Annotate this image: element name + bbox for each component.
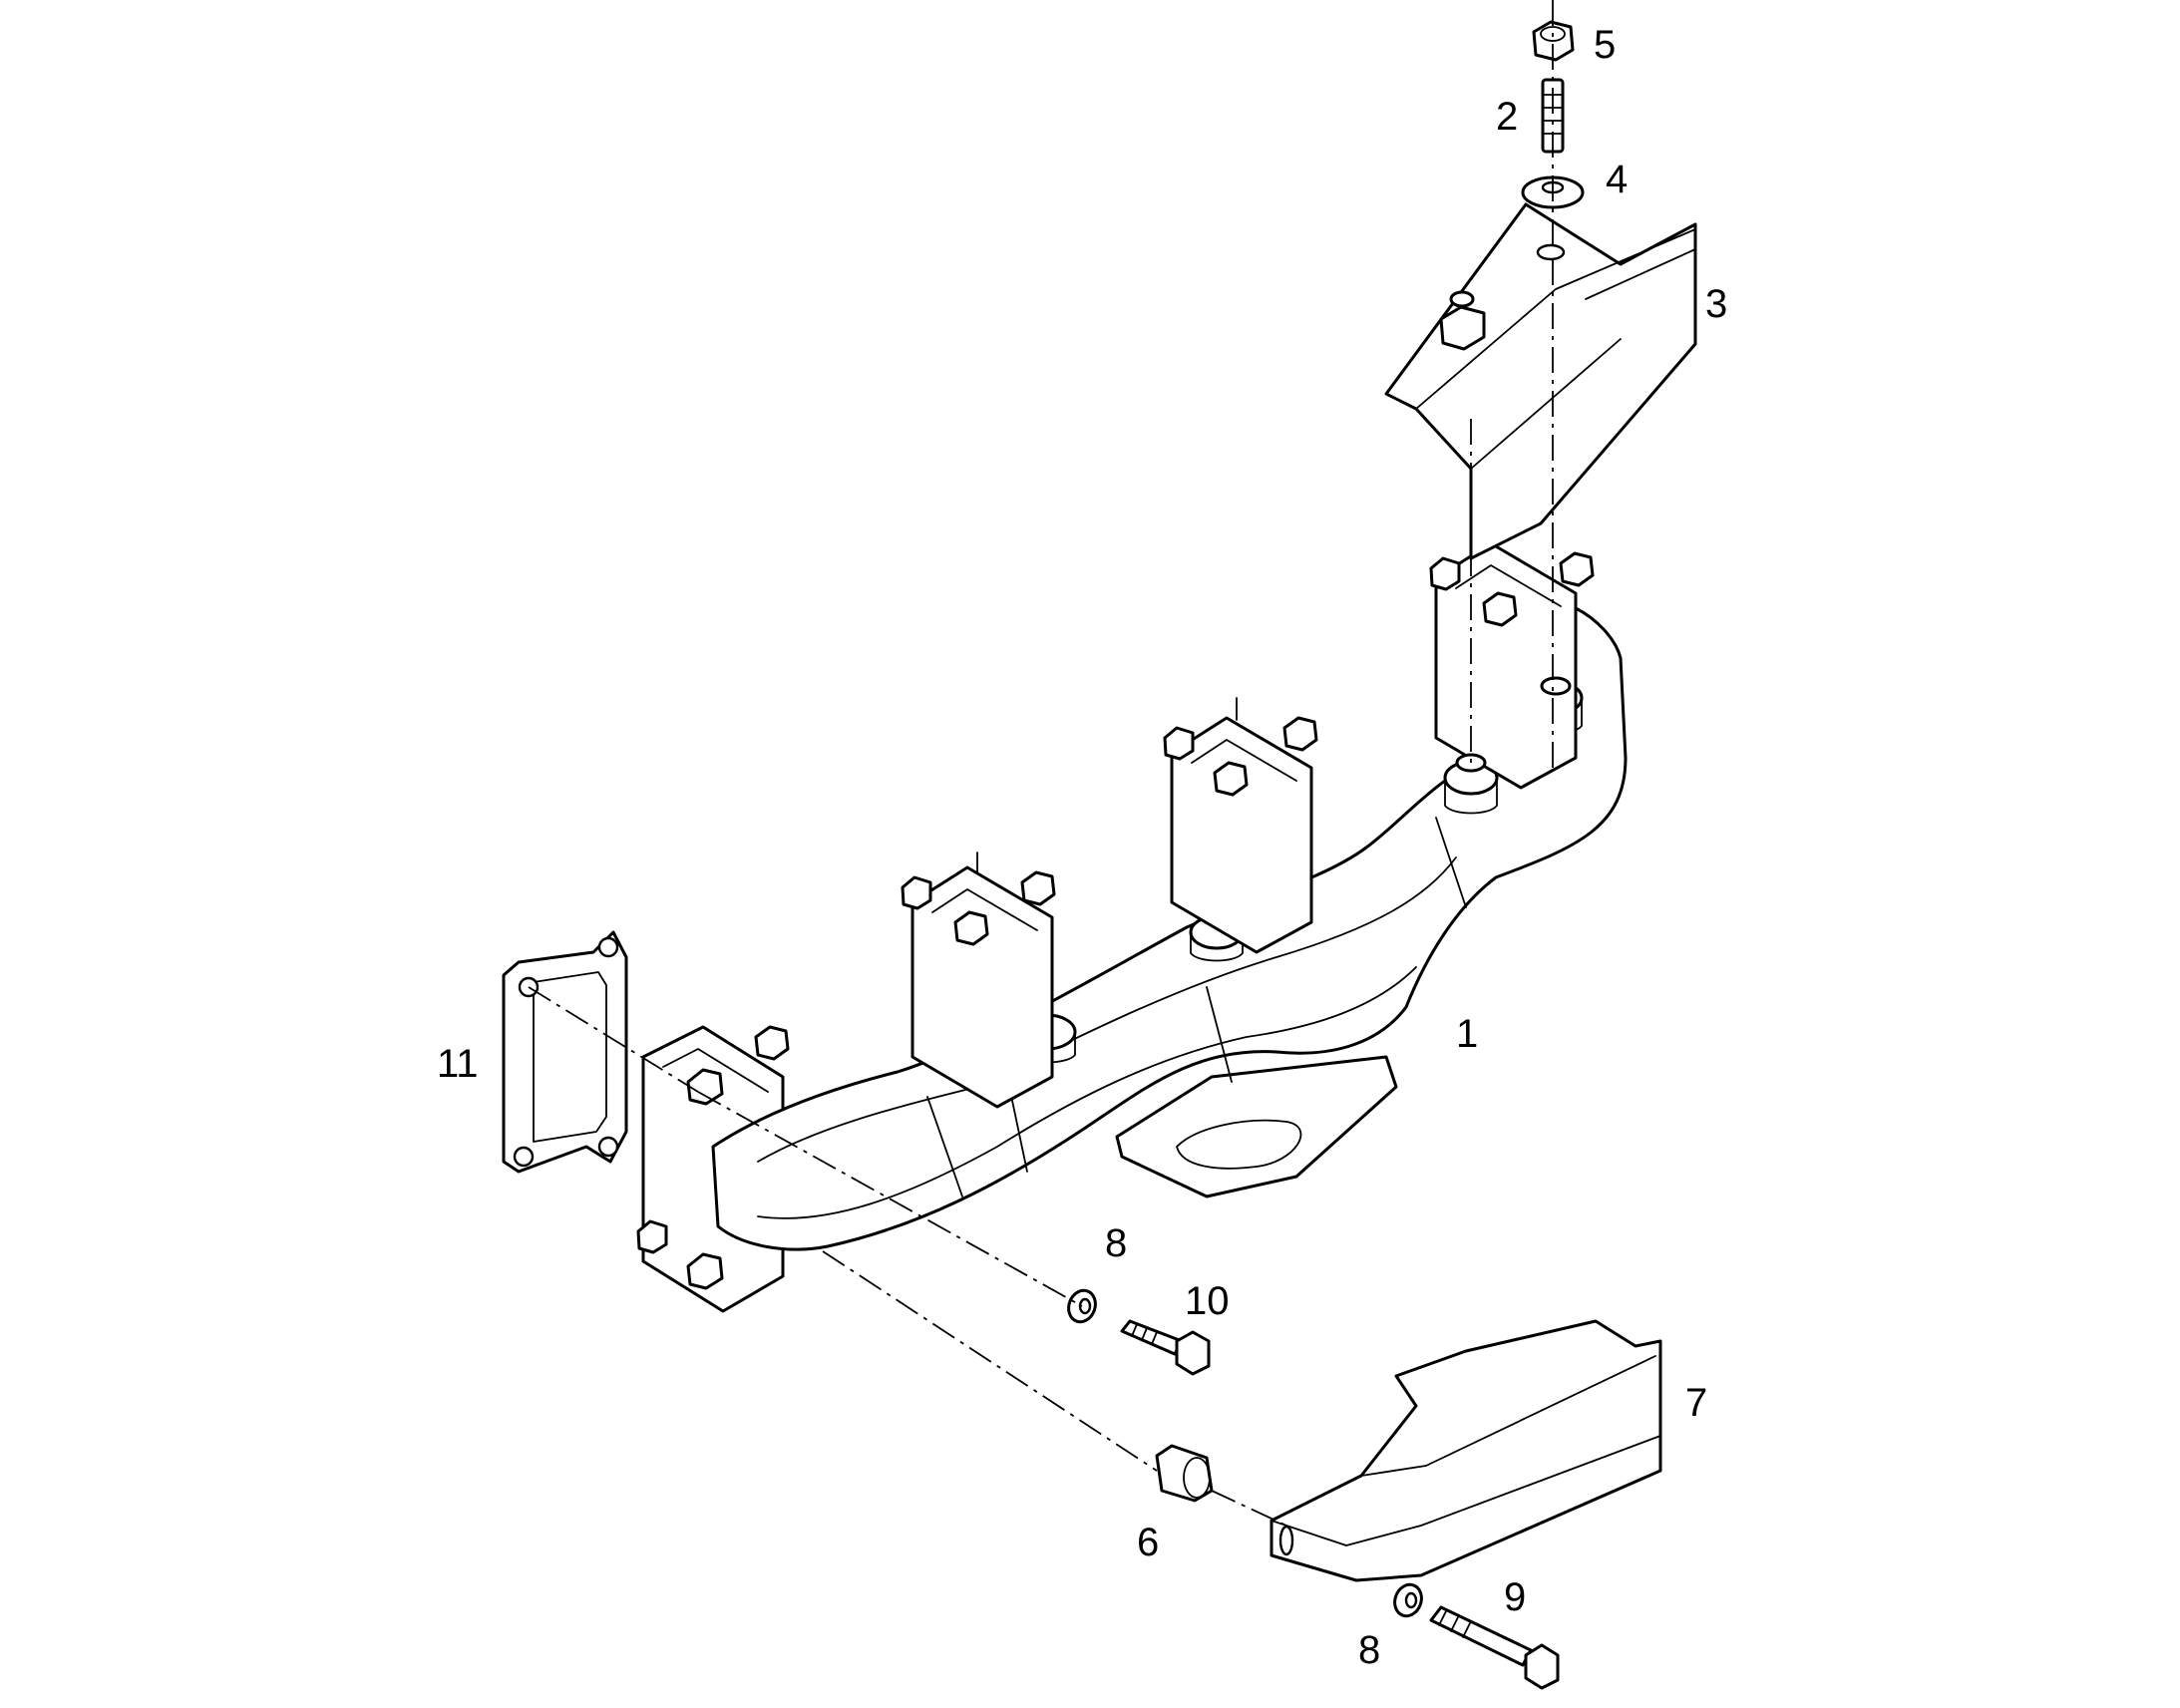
- heat-shield-slot: [1278, 1525, 1294, 1556]
- port-flange-nut: [1163, 726, 1195, 761]
- outlet-flange-nut: [636, 1219, 668, 1254]
- port-flange-nut: [1282, 716, 1318, 752]
- callout-8-upper: 8: [1105, 1221, 1127, 1265]
- washer-part-8-lower: [1393, 1582, 1423, 1618]
- gasket-part-11: [502, 930, 628, 1174]
- port-flange-nut: [1020, 870, 1056, 906]
- washer-part-8-upper: [1067, 1288, 1097, 1324]
- callout-10: 10: [1185, 1279, 1230, 1323]
- manifold-stud-boss: [1540, 676, 1572, 696]
- nut-part-5: [1532, 20, 1575, 62]
- callout-3: 3: [1705, 282, 1727, 326]
- manifold-runner: [711, 606, 1628, 1251]
- callout-9: 9: [1504, 1575, 1526, 1619]
- port-flange-nut: [1559, 551, 1595, 587]
- callout-8-lower: 8: [1358, 1628, 1380, 1672]
- exhaust-manifold-part-1: [636, 541, 1628, 1313]
- turbo-mounting-pad: [1115, 1055, 1398, 1198]
- assembly-leader-lines: [528, 0, 1554, 1527]
- outlet-flange-nut: [686, 1252, 724, 1290]
- callout-7: 7: [1685, 1381, 1707, 1425]
- shield-mount-stud: [1449, 290, 1475, 308]
- gasket-bolt-hole: [513, 1146, 535, 1168]
- outlet-flange-nut: [686, 1068, 724, 1106]
- port-flange: [910, 865, 1054, 1109]
- heat-shield-hole: [1536, 243, 1566, 261]
- bolt-part-9: [1429, 1605, 1560, 1690]
- callout-4: 4: [1606, 158, 1628, 201]
- heat-shield-part-3: [1384, 202, 1697, 560]
- gasket-bolt-hole: [597, 936, 619, 958]
- port-flange-nut: [1213, 761, 1249, 797]
- callout-1: 1: [1456, 1012, 1478, 1056]
- port-flange: [1170, 716, 1313, 954]
- outlet-flange-nut: [754, 1025, 790, 1061]
- callout-labels: 1 2 3 4 5 6 7 8 8 9 10 11: [437, 23, 1727, 1672]
- callout-11: 11: [437, 1042, 479, 1086]
- callout-6: 6: [1137, 1521, 1159, 1564]
- spacer-part-6: [1155, 1444, 1214, 1503]
- bolt-part-10: [1120, 1319, 1211, 1376]
- port-flange-nut: [901, 875, 932, 910]
- heat-shield-part-7: [1270, 1319, 1662, 1582]
- port-flange-nut: [953, 910, 989, 946]
- callout-5: 5: [1594, 23, 1616, 67]
- port-flange-nut: [1482, 591, 1518, 627]
- port-flange-nut: [1429, 556, 1461, 591]
- gasket-bolt-hole: [597, 1136, 619, 1158]
- callout-2: 2: [1496, 95, 1518, 139]
